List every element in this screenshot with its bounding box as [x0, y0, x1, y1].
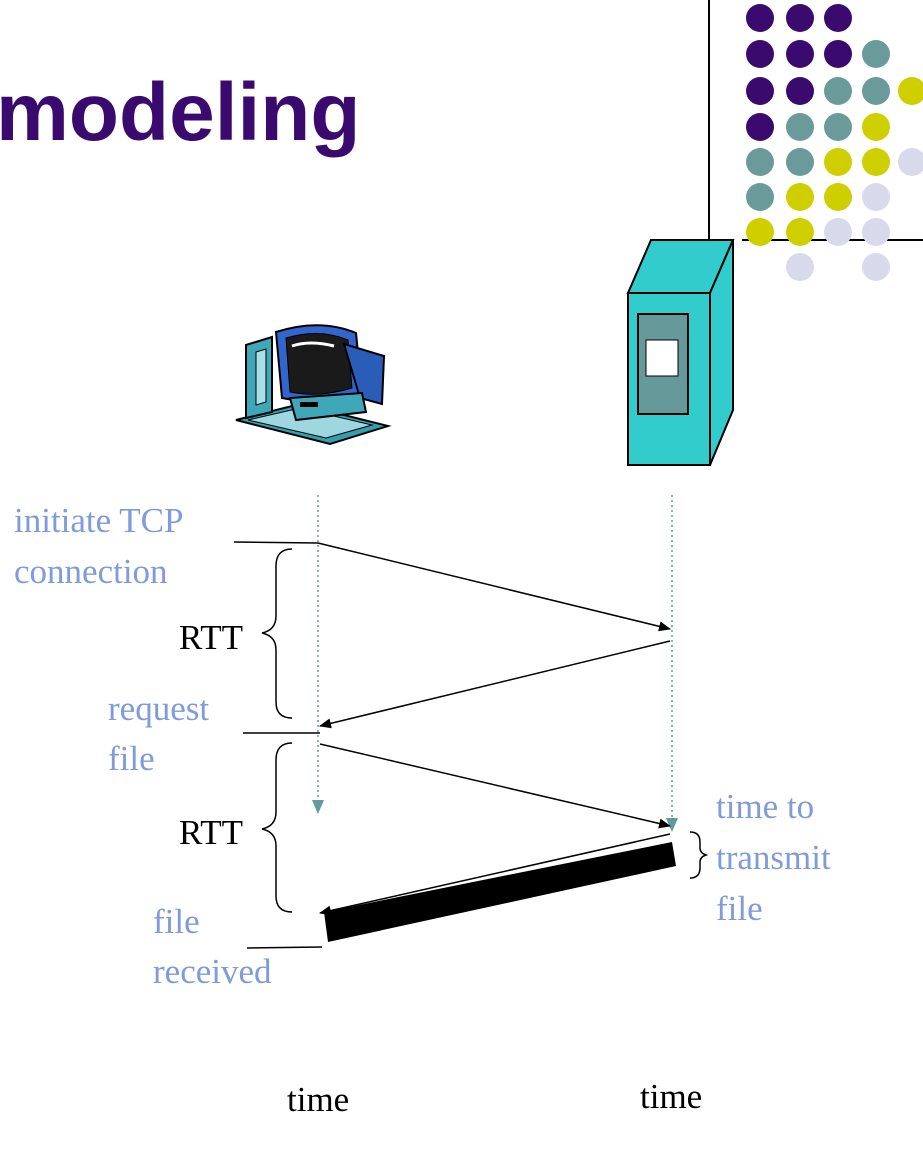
- decorative-dot: [786, 40, 814, 68]
- transmit-label-line1: time to: [716, 787, 814, 826]
- decorative-dot: [862, 218, 890, 246]
- decorative-dot: [746, 148, 774, 176]
- decorative-dot: [746, 113, 774, 141]
- server-tower-icon: [626, 239, 735, 466]
- time-label-server: time: [640, 1077, 702, 1116]
- decorative-dot-grid: [708, 0, 923, 281]
- desktop-computer-icon: [235, 324, 392, 446]
- rtt-label-1: RTT: [179, 618, 243, 657]
- transmit-brace: [689, 831, 709, 879]
- request-label-line2: file: [108, 739, 155, 778]
- request-label-line1: request: [108, 689, 209, 728]
- decorative-dot: [862, 77, 890, 105]
- initiate-lead-line: [233, 541, 319, 544]
- rtt-label-2: RTT: [179, 813, 243, 852]
- decorative-dot: [898, 148, 923, 176]
- decorative-dot: [862, 148, 890, 176]
- decorative-dot: [824, 40, 852, 68]
- decorative-dot: [746, 4, 774, 32]
- request-arrow: [319, 743, 671, 829]
- decorative-dot: [786, 148, 814, 176]
- decorative-dot: [786, 4, 814, 32]
- decorative-dot: [786, 77, 814, 105]
- decorative-dot: [786, 113, 814, 141]
- decorative-dot: [746, 183, 774, 211]
- received-label-line1: file: [153, 902, 200, 941]
- decorative-dot: [862, 113, 890, 141]
- decorative-dot: [862, 183, 890, 211]
- received-label-line2: received: [153, 952, 272, 991]
- initiate-label-line2: connection: [14, 552, 168, 591]
- transmit-label-line2: transmit: [716, 838, 831, 877]
- server-timeline: [666, 495, 678, 832]
- decorative-dot: [786, 218, 814, 246]
- rtt-brace-1: [261, 548, 293, 719]
- initiate-label-line1: initiate TCP: [14, 501, 184, 540]
- decorative-dot: [786, 253, 814, 281]
- decorative-dot: [824, 218, 852, 246]
- decorative-dot: [898, 77, 923, 105]
- decorative-dot: [824, 148, 852, 176]
- decorative-dot: [746, 77, 774, 105]
- decorative-dot: [786, 183, 814, 211]
- synack-arrow: [319, 640, 671, 729]
- decorative-dot: [824, 183, 852, 211]
- decorative-dot: [824, 77, 852, 105]
- decorative-dot: [746, 218, 774, 246]
- syn-arrow: [317, 542, 671, 632]
- client-timeline: [312, 495, 324, 814]
- decorative-dot: [824, 113, 852, 141]
- decorative-dot: [862, 253, 890, 281]
- transmit-label-line3: file: [716, 889, 763, 928]
- file-transmission-bar: [324, 842, 676, 942]
- decorative-dot: [824, 4, 852, 32]
- time-label-client: time: [287, 1080, 349, 1119]
- received-lead-line: [246, 946, 323, 949]
- decorative-dot: [862, 40, 890, 68]
- slide-title: modeling: [0, 67, 361, 158]
- rtt-brace-2: [261, 742, 293, 913]
- decorative-dot: [746, 40, 774, 68]
- response-arrow: [319, 833, 671, 916]
